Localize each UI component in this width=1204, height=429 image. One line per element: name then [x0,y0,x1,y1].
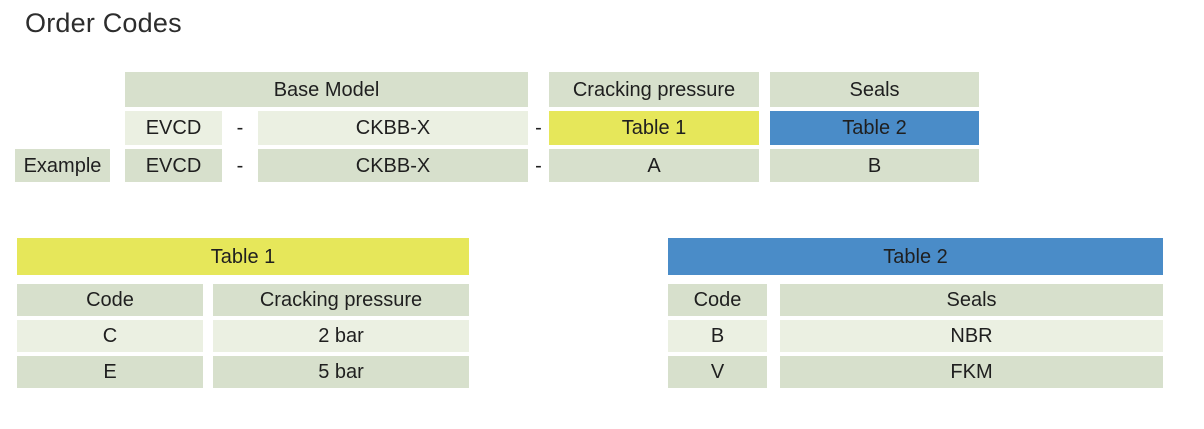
table1-value-column-header: Cracking pressure [213,284,469,316]
model-separator-2: - [528,111,549,145]
table1-row1-value: 2 bar [213,320,469,352]
table1-row1-code: C [17,320,203,352]
example-seals-code-cell: B [770,149,979,182]
table2-title: Table 2 [668,238,1163,275]
example-cracking-code-cell: A [549,149,759,182]
table2-row1-value: NBR [780,320,1163,352]
example-prefix-cell: EVCD [125,149,222,182]
table1-code-column-header: Code [17,284,203,316]
example-base-cell: CKBB-X [258,149,528,182]
page-title: Order Codes [25,8,182,38]
example-separator-1: - [222,149,258,182]
table1-row2-value: 5 bar [213,356,469,388]
table2-value-column-header: Seals [780,284,1163,316]
model-base-cell: CKBB-X [258,111,528,145]
base-model-header: Base Model [125,72,528,107]
model-separator-1: - [222,111,258,145]
table2-row2-code: V [668,356,767,388]
table2-code-column-header: Code [668,284,767,316]
table1-reference-cell: Table 1 [549,111,759,145]
table1-title: Table 1 [17,238,469,275]
example-label-cell: Example [15,149,110,182]
table2-reference-cell: Table 2 [770,111,979,145]
table1-row2-code: E [17,356,203,388]
example-separator-2: - [528,149,549,182]
table2-row1-code: B [668,320,767,352]
seals-header: Seals [770,72,979,107]
model-prefix-cell: EVCD [125,111,222,145]
table2-row2-value: FKM [780,356,1163,388]
cracking-pressure-header: Cracking pressure [549,72,759,107]
